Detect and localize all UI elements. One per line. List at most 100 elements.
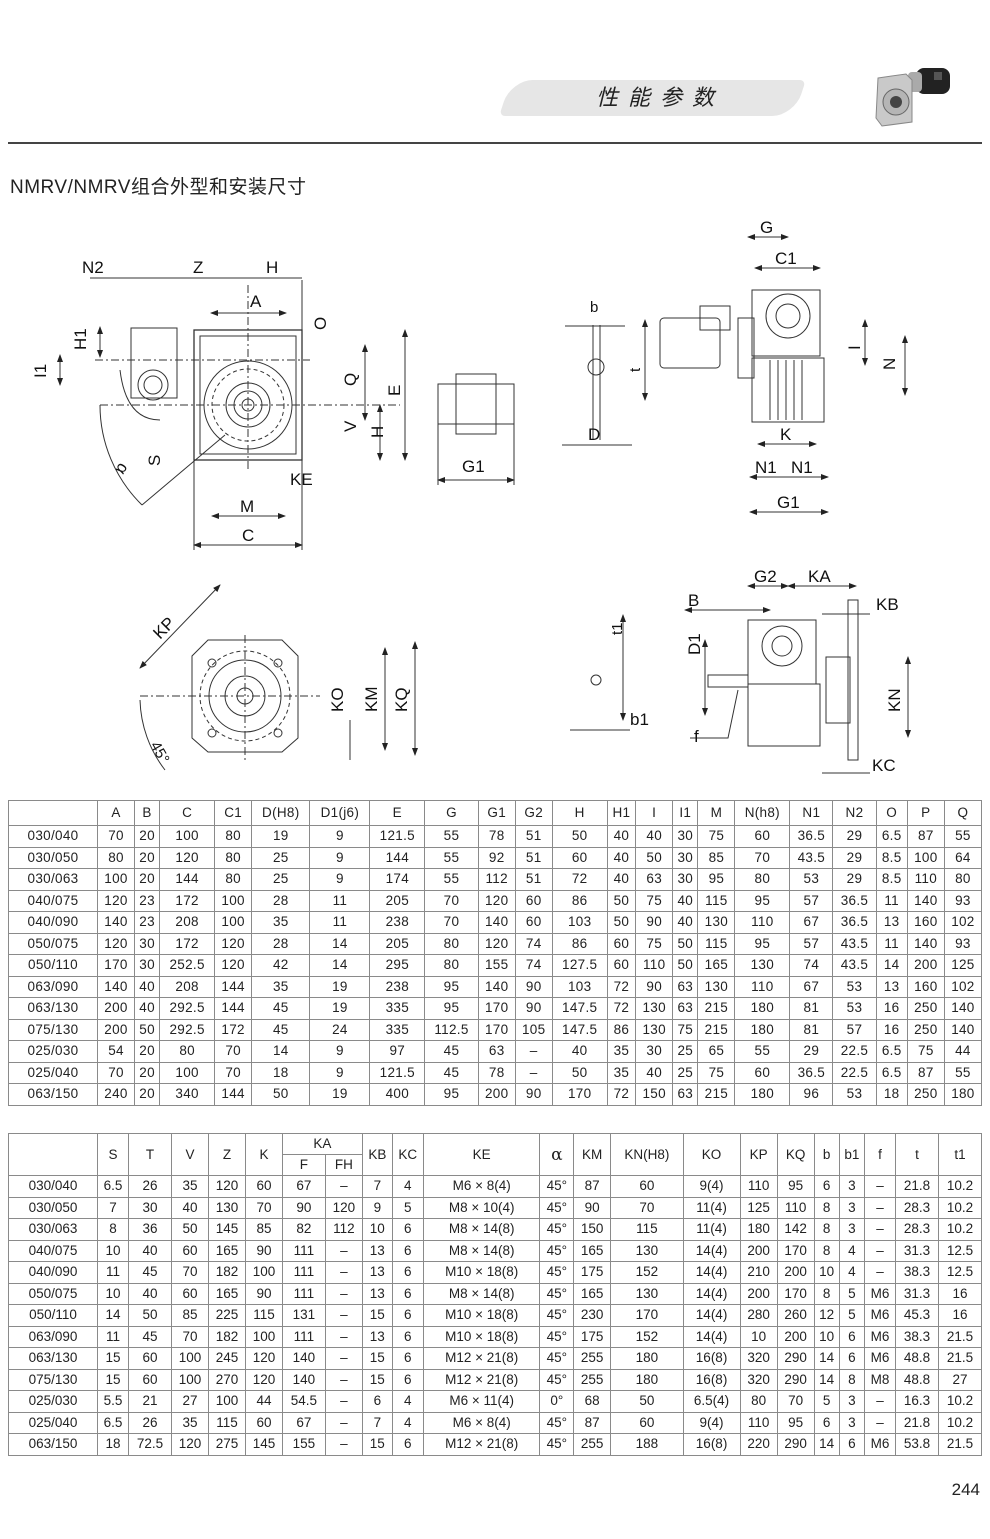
- value-cell: 320: [739, 1368, 778, 1391]
- value-cell: 55: [943, 1061, 983, 1084]
- value-cell: 10.2: [937, 1411, 983, 1434]
- value-cell: 9(4): [682, 1411, 741, 1434]
- value-cell: 54.5: [281, 1390, 326, 1413]
- value-cell: 6.5(4): [682, 1390, 741, 1413]
- value-cell: 120: [214, 932, 253, 955]
- value-cell: 70: [610, 1196, 684, 1219]
- value-cell: 102: [943, 975, 983, 998]
- value-cell: 6: [391, 1304, 424, 1327]
- value-cell: 70: [244, 1196, 283, 1219]
- dim-label-kb: KB: [876, 595, 899, 614]
- value-cell: 18: [251, 1061, 311, 1084]
- value-cell: 40: [170, 1196, 209, 1219]
- value-cell: 57: [789, 932, 834, 955]
- table-header-row: S T V Z K KA KB KC KE α KM KN(H8) KO KP …: [8, 1133, 983, 1176]
- value-cell: 72: [606, 1083, 637, 1106]
- value-cell: M8 × 10(4): [422, 1196, 541, 1219]
- value-cell: 145: [244, 1433, 283, 1456]
- value-cell: 68: [573, 1390, 612, 1413]
- value-cell: 180: [610, 1347, 684, 1370]
- header-cell: KQ: [776, 1133, 815, 1176]
- dim-label-h: H: [266, 258, 278, 277]
- value-cell: 27: [170, 1390, 209, 1413]
- value-cell: 60: [606, 932, 637, 955]
- value-cell: 55: [943, 825, 983, 848]
- header-cell: t: [895, 1133, 939, 1176]
- value-cell: 175: [573, 1261, 612, 1284]
- dim-label-s: S: [145, 455, 164, 466]
- value-cell: 150: [573, 1218, 612, 1241]
- value-cell: 140: [906, 889, 945, 912]
- value-cell: 20: [133, 868, 161, 891]
- banner-title: 性能参数: [595, 86, 724, 111]
- value-cell: 45: [128, 1325, 172, 1348]
- value-cell: 86: [606, 1018, 637, 1041]
- value-cell: 40: [635, 1061, 674, 1084]
- model-cell: 063/150: [8, 1433, 98, 1456]
- value-cell: 200: [97, 997, 135, 1020]
- value-cell: 90: [281, 1196, 326, 1219]
- value-cell: 10: [813, 1325, 840, 1348]
- header-cell: [8, 800, 98, 826]
- dimension-table-1: A B C C1 D(H8) D1(j6) E G G1 G2 H H1 I I…: [8, 800, 983, 1106]
- value-cell: 20: [133, 1061, 161, 1084]
- dim-label-alpha: α: [112, 460, 133, 478]
- value-cell: 53: [832, 975, 877, 998]
- value-cell: 40: [672, 889, 699, 912]
- value-cell: 85: [244, 1218, 283, 1241]
- value-cell: 165: [573, 1282, 612, 1305]
- value-cell: 20: [133, 846, 161, 869]
- value-cell: 290: [776, 1433, 815, 1456]
- value-cell: 95: [776, 1411, 815, 1434]
- value-cell: 40: [551, 1040, 608, 1063]
- value-cell: 115: [610, 1218, 684, 1241]
- value-cell: 97: [369, 1040, 426, 1063]
- value-cell: 19: [309, 1083, 371, 1106]
- header-cell: O: [875, 800, 908, 826]
- value-cell: 80: [424, 954, 479, 977]
- value-cell: 100: [244, 1261, 283, 1284]
- value-cell: 147.5: [551, 997, 608, 1020]
- model-cell: 075/130: [8, 1018, 98, 1041]
- value-cell: 45°: [539, 1239, 575, 1262]
- value-cell: 8.5: [875, 846, 908, 869]
- value-cell: 14: [251, 1040, 311, 1063]
- value-cell: 210: [739, 1261, 778, 1284]
- value-cell: 45: [424, 1061, 479, 1084]
- header-cell: A: [97, 800, 135, 826]
- dim-label-a: A: [250, 292, 262, 311]
- value-cell: 45°: [539, 1218, 575, 1241]
- value-cell: 14: [309, 954, 371, 977]
- dim-label-kn: KN: [885, 688, 904, 712]
- value-cell: 45°: [539, 1175, 575, 1198]
- value-cell: 60: [551, 846, 608, 869]
- value-cell: 50: [551, 825, 608, 848]
- value-cell: 115: [244, 1304, 283, 1327]
- value-cell: 182: [207, 1261, 246, 1284]
- value-cell: 10.2: [937, 1218, 983, 1241]
- value-cell: 100: [214, 911, 253, 934]
- value-cell: 50: [128, 1304, 172, 1327]
- value-cell: 40: [606, 868, 637, 891]
- value-cell: 16: [937, 1304, 983, 1327]
- dim-label-g2: G2: [754, 567, 777, 586]
- value-cell: 170: [477, 1018, 516, 1041]
- value-cell: 4: [391, 1175, 424, 1198]
- value-cell: 250: [906, 997, 945, 1020]
- header-cell: G1: [477, 800, 516, 826]
- value-cell: 10: [96, 1239, 130, 1262]
- value-cell: 31.3: [895, 1282, 939, 1305]
- value-cell: 100: [207, 1390, 246, 1413]
- value-cell: 8: [838, 1368, 865, 1391]
- value-cell: M8 × 14(8): [422, 1218, 541, 1241]
- value-cell: 20: [133, 1083, 161, 1106]
- value-cell: 238: [369, 911, 426, 934]
- value-cell: 100: [159, 825, 216, 848]
- value-cell: 60: [128, 1347, 172, 1370]
